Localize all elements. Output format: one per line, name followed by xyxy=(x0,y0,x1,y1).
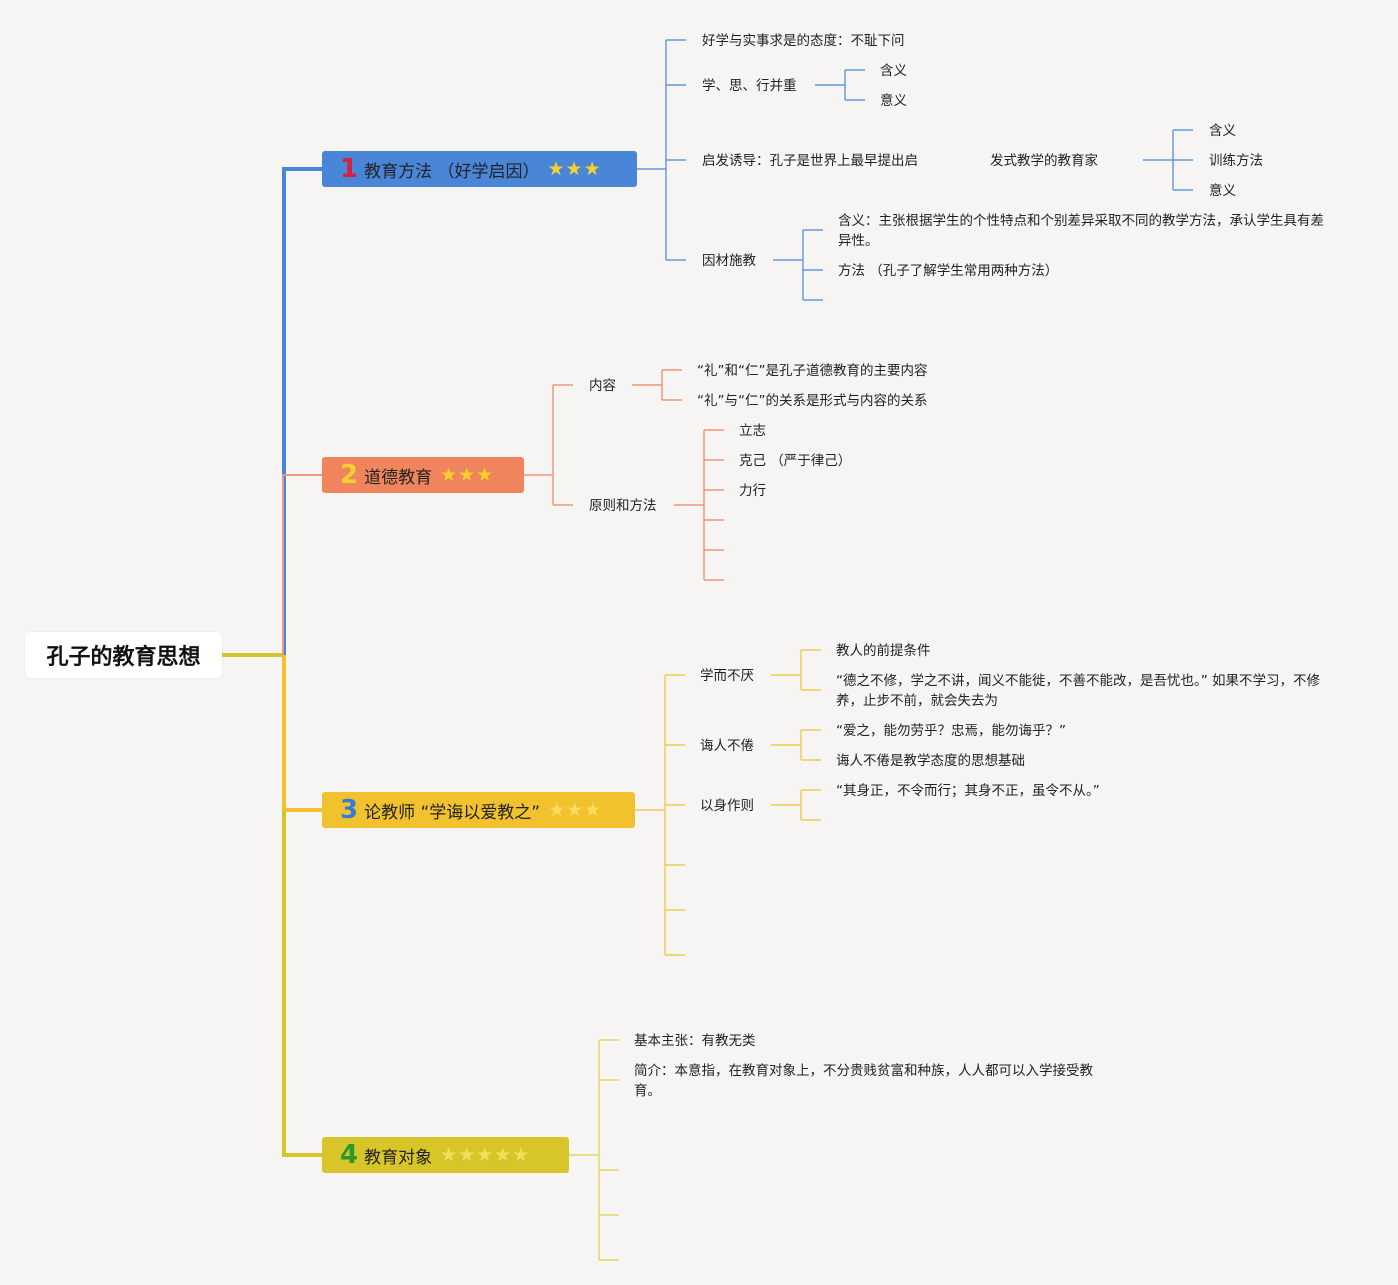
branch-3-connector xyxy=(282,655,322,812)
topic-1-stars-icon: ★★★ xyxy=(547,158,602,180)
t1-node-yincai[interactable]: 因材施教 xyxy=(702,253,756,269)
t3-node-xueerbuyan-1[interactable]: 教人的前提条件 xyxy=(836,643,931,659)
t1-node-qifa-meaning[interactable]: 含义 xyxy=(1209,123,1236,139)
topic-4-number: 4 xyxy=(340,1140,359,1170)
topic-1-label: 教育方法 （好学启因） xyxy=(364,161,540,182)
topic-4-label: 教育对象 xyxy=(364,1147,433,1168)
topic-4-lines xyxy=(569,1039,619,1261)
t2-node-principles[interactable]: 原则和方法 xyxy=(589,498,657,514)
t1-node-qifa-training[interactable]: 训练方法 xyxy=(1209,153,1263,169)
topic-3-box[interactable]: 3 论教师 “学诲以爱教之” ★★★ xyxy=(322,792,635,828)
t1-node-qifa-significance[interactable]: 意义 xyxy=(1209,183,1236,199)
topic-3-number: 3 xyxy=(340,795,359,825)
topic-1-box[interactable]: 1 教育方法 （好学启因） ★★★ xyxy=(322,151,637,187)
t3-node-huirenbujuan-2[interactable]: 诲人不倦是教学态度的思想基础 xyxy=(836,753,1025,769)
t3-node-yishenzuoze-1[interactable]: “其身正，不令而行；其身不正，虽令不从。” xyxy=(836,783,1100,799)
t2-node-keji[interactable]: 克己 （严于律己） xyxy=(739,453,852,469)
topic-2-number: 2 xyxy=(340,460,359,490)
t3-node-yishenzuoze[interactable]: 以身作则 xyxy=(700,798,754,814)
t1-node-xuesixing[interactable]: 学、思、行并重 xyxy=(702,78,797,94)
topic-3-label: 论教师 “学诲以爱教之” xyxy=(364,802,541,823)
t2-node-content-2[interactable]: “礼”与“仁”的关系是形式与内容的关系 xyxy=(697,393,928,409)
topic-3-stars-icon: ★★★ xyxy=(548,799,603,821)
t1-node-buchixiawen[interactable]: 好学与实事求是的态度：不耻下问 xyxy=(702,33,905,49)
t1-node-qifa-continued: 发式教学的教育家 xyxy=(990,153,1098,169)
t4-node-intro[interactable]: 简介：本意指，在教育对象上，不分贵贱贫富和种族，人人都可以入学接受教育。 xyxy=(634,1063,1093,1099)
t2-node-lixing[interactable]: 力行 xyxy=(739,483,766,499)
t3-node-xueerbuyan-2[interactable]: “德之不修，学之不讲，闻义不能徙，不善不能改，是吾忧也。” 如果不学习，不修养，… xyxy=(836,673,1321,709)
topic-1-number: 1 xyxy=(340,154,359,184)
topic-3-lines xyxy=(635,649,821,956)
topic-2-label: 道德教育 xyxy=(364,467,433,488)
topic-2-lines xyxy=(524,369,724,581)
t3-node-huirenbujuan-1[interactable]: “爱之，能勿劳乎？忠焉，能勿诲乎？” xyxy=(836,723,1066,739)
t2-node-content[interactable]: 内容 xyxy=(589,378,616,394)
t2-node-content-1[interactable]: “礼”和“仁”是孔子道德教育的主要内容 xyxy=(697,363,928,379)
root-topic[interactable]: 孔子的教育思想 xyxy=(25,632,222,678)
t1-node-xuesixing-meaning[interactable]: 含义 xyxy=(880,63,907,79)
t1-node-xuesixing-significance[interactable]: 意义 xyxy=(880,93,907,109)
t1-node-qifa[interactable]: 启发诱导：孔子是世界上最早提出启 xyxy=(702,153,918,169)
branch-1-connector xyxy=(282,167,322,655)
topic-2-box[interactable]: 2 道德教育 ★★★ xyxy=(322,457,524,493)
t3-node-huirenbujuan[interactable]: 诲人不倦 xyxy=(700,738,754,754)
branch-2-connector xyxy=(282,474,322,655)
t2-node-lizhi[interactable]: 立志 xyxy=(739,423,766,439)
t3-node-xueerbuyan[interactable]: 学而不厌 xyxy=(700,668,754,684)
topic-2-stars-icon: ★★★ xyxy=(440,464,495,486)
t1-node-yincai-method[interactable]: 方法 （孔子了解学生常用两种方法） xyxy=(838,263,1059,279)
t4-node-basic[interactable]: 基本主张：有教无类 xyxy=(634,1033,756,1049)
topic-1-lines xyxy=(637,39,1193,301)
topic-4-stars-icon: ★★★★★ xyxy=(440,1144,531,1166)
t1-node-yincai-meaning[interactable]: 含义：主张根据学生的个性特点和个别差异采取不同的教学方法，承认学生具有差异性。 xyxy=(838,213,1324,249)
topic-4-box[interactable]: 4 教育对象 ★★★★★ xyxy=(322,1137,569,1173)
branch-4-connector xyxy=(282,810,322,1157)
